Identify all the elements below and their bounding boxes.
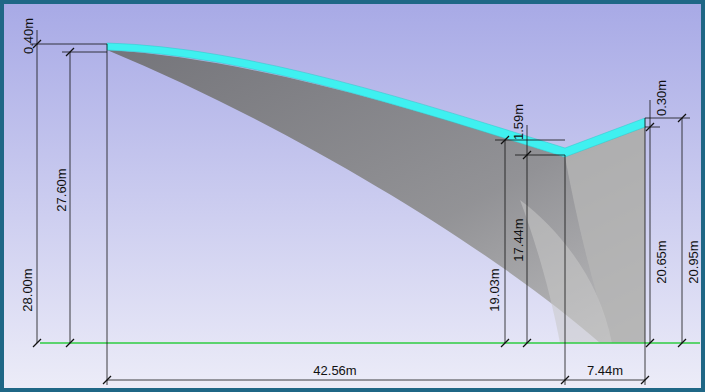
dimension-label: 7.44m xyxy=(587,364,623,377)
dimension-label: 42.56m xyxy=(313,364,356,377)
dimension-label: 20.95m xyxy=(687,240,700,283)
dimension-label: 20.65m xyxy=(655,240,668,283)
dimension-label: 19.03m xyxy=(488,268,501,311)
dimension-label: 0.30m xyxy=(655,80,668,116)
dimension-label: 0.40m xyxy=(22,18,35,54)
ground-line xyxy=(40,342,700,344)
dimension-label: 1.59m xyxy=(512,104,525,140)
dimension-label: 27.60m xyxy=(55,168,68,211)
dimension-ticks xyxy=(33,40,686,384)
dimension-label: 28.00m xyxy=(21,268,34,311)
background xyxy=(4,4,701,388)
dimension-lines xyxy=(30,30,690,385)
shell-shade xyxy=(520,200,612,343)
dimension-label: 17.44m xyxy=(512,218,525,261)
roof-surface xyxy=(107,43,645,157)
